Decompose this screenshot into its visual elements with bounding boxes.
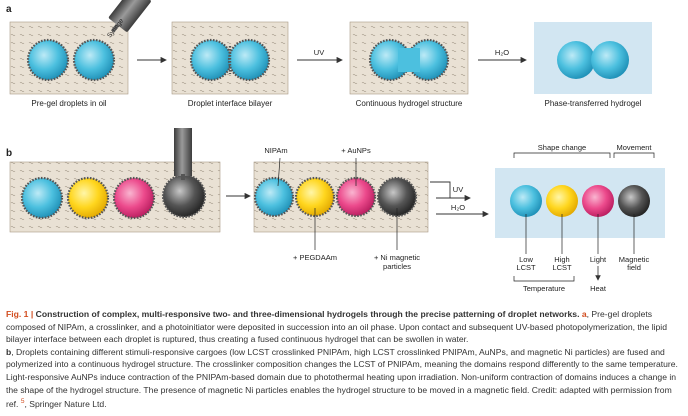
panel-b-label: b — [6, 148, 12, 159]
caption-title: Construction of complex, multi-responsiv… — [35, 309, 580, 319]
label-ni-line2: particles — [383, 262, 411, 271]
caption-lead: Fig. 1 | — [6, 309, 34, 319]
label-shape-change: Shape change — [538, 143, 586, 152]
caption-part-a-label: a — [581, 309, 587, 319]
label-ni-line1: + Ni magnetic — [374, 253, 420, 262]
panel-a-step3: Continuous hydrogel structure — [349, 21, 469, 108]
stimulus-magnetic-line2: field — [627, 263, 641, 272]
step-label: Phase-transferred hydrogel — [545, 99, 642, 108]
panel-a-step4: Phase-transferred hydrogel — [534, 22, 652, 108]
label-pegdaam: + PEGDAAm — [293, 253, 337, 262]
uv-water-arrows: UV H₂O — [430, 181, 489, 218]
caption-part-b-label: b — [6, 346, 12, 357]
panel-b-step3: Shape change Movement Low LCST High LCST… — [495, 143, 665, 293]
label-nipam: NIPAm — [264, 146, 287, 155]
stimulus-low-lcst-line2: LCST — [516, 263, 536, 272]
arrow-label-water: H₂O — [451, 203, 465, 212]
stimulus-high-lcst-line1: High — [554, 255, 569, 264]
domain-low-lcst — [510, 185, 542, 217]
arrow-label-water: H₂O — [495, 48, 509, 57]
step-label: Droplet interface bilayer — [188, 99, 273, 108]
caption-credit-tail: , Springer Nature Ltd. — [24, 399, 107, 410]
figure-diagram: a Syringe Pre-gel droplets in oil Drople… — [6, 0, 665, 293]
droplet-cyan — [72, 38, 116, 82]
panel-a-step2: Droplet interface bilayer — [171, 21, 289, 108]
domain-high-lcst — [546, 185, 578, 217]
droplet-cyan — [26, 38, 70, 82]
arrow-label-uv: UV — [314, 48, 324, 57]
stimulus-magnetic-line1: Magnetic — [619, 255, 650, 264]
caption-ref-link[interactable]: 5 — [20, 398, 25, 406]
syringe-icon — [108, 0, 151, 33]
label-movement: Movement — [616, 143, 652, 152]
stimulus-high-lcst-line2: LCST — [552, 263, 572, 272]
label-temperature: Temperature — [523, 284, 565, 293]
panel-a-label: a — [6, 4, 12, 15]
figure-caption: Fig. 1 | Construction of complex, multi-… — [6, 308, 682, 411]
panel-b-step1 — [9, 128, 221, 233]
caption-part-a-text: , Pre-gel droplets composed of NIPAm, a … — [6, 309, 667, 345]
label-aunps: + AuNPs — [341, 146, 371, 155]
domain-ni — [618, 185, 650, 217]
domain-aunps — [582, 185, 614, 217]
stimulus-low-lcst-line1: Low — [519, 255, 533, 264]
step-label: Pre-gel droplets in oil — [31, 99, 106, 108]
arrow-label-uv: UV — [453, 185, 463, 194]
step-label: Continuous hydrogel structure — [356, 99, 463, 108]
panel-b-step2: NIPAm + AuNPs + PEGDAAm + Ni magnetic pa… — [253, 146, 429, 271]
label-heat: Heat — [590, 284, 607, 293]
caption-part-b-text: , Droplets containing different stimuli-… — [6, 346, 678, 410]
panel-a-step1: Syringe Pre-gel droplets in oil — [9, 0, 151, 108]
stimulus-light: Light — [590, 255, 607, 264]
syringe-icon — [174, 128, 192, 180]
